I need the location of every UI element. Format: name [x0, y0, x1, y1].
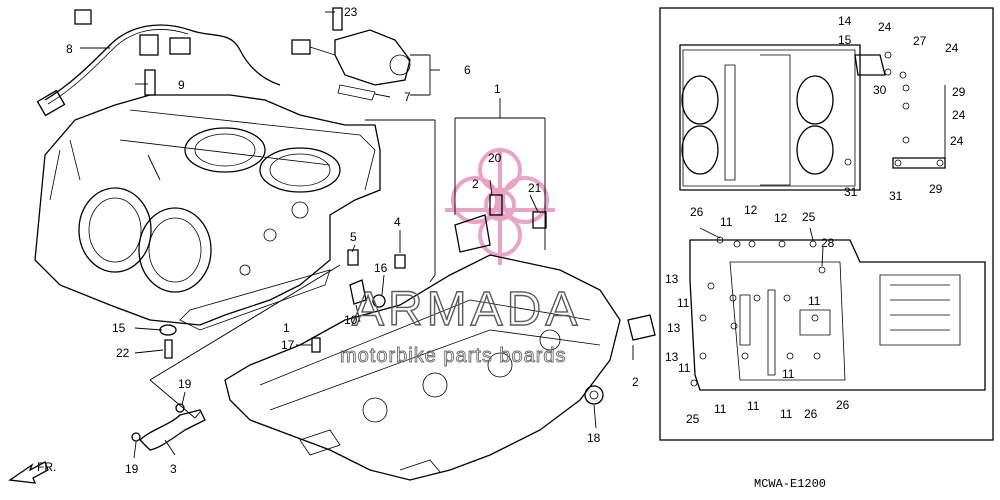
callout-3: 3 — [170, 462, 177, 476]
callout-20: 20 — [488, 151, 502, 165]
callout-16: 16 — [374, 261, 388, 275]
callout-14: 14 — [838, 14, 852, 28]
callout-13: 13 — [667, 321, 681, 335]
lower-crankcase — [224, 254, 621, 481]
callout-9: 9 — [178, 78, 185, 92]
callout-27: 27 — [913, 34, 927, 48]
callout-11: 11 — [747, 399, 760, 413]
callout-21: 21 — [528, 181, 542, 195]
callout-2: 2 — [472, 177, 479, 191]
watermark-tagline: motorbike parts boards — [340, 345, 567, 367]
callout-19: 19 — [125, 462, 139, 476]
callout-8: 8 — [66, 42, 73, 56]
callout-24: 24 — [945, 41, 959, 55]
callout-13: 13 — [665, 272, 679, 286]
callout-labels: 1 1 2 2 3 4 5 6 7 8 9 10 16 15 22 17 18 … — [37, 5, 966, 476]
upper-crankcase — [34, 94, 381, 331]
callout-30: 30 — [873, 83, 887, 97]
callout-2: 2 — [632, 375, 639, 389]
callout-11: 11 — [720, 215, 733, 229]
callout-12: 12 — [774, 211, 788, 225]
callout-29: 29 — [952, 85, 966, 99]
detail-inset — [659, 7, 994, 441]
watermark-logo — [445, 148, 555, 265]
callout-5: 5 — [350, 230, 357, 244]
callout-11: 11 — [714, 402, 727, 416]
callout-11: 11 — [678, 361, 691, 375]
callout-25: 25 — [686, 412, 700, 426]
callout-17: 17 — [281, 338, 295, 352]
callout-26: 26 — [836, 398, 850, 412]
front-arrow-icon — [8, 461, 49, 484]
callout-25: 25 — [802, 210, 816, 224]
callout-11: 11 — [808, 294, 821, 308]
callout-4: 4 — [394, 215, 401, 229]
callout-24: 24 — [878, 20, 892, 34]
callout-24: 24 — [950, 134, 964, 148]
callout-12: 12 — [744, 203, 758, 217]
callout-6: 6 — [464, 63, 471, 77]
callout-1: 1 — [283, 321, 290, 335]
callout-23: 23 — [344, 5, 358, 19]
callout-31: 31 — [844, 185, 858, 199]
callout-24: 24 — [952, 108, 966, 122]
callout-1: 1 — [494, 82, 501, 96]
watermark-brand: ARMADA — [352, 283, 581, 336]
sensor-assembly — [291, 7, 411, 101]
callout-13: 13 — [665, 350, 679, 364]
callout-7: 7 — [404, 90, 411, 104]
wire-harness — [36, 9, 281, 117]
callout-22: 22 — [116, 346, 130, 360]
callout-31: 31 — [889, 189, 903, 203]
callout-11: 11 — [780, 407, 793, 421]
diagram-code: MCWA-E1200 — [754, 477, 826, 491]
callout-18: 18 — [587, 431, 601, 445]
callout-11: 11 — [677, 296, 690, 310]
callout-15: 15 — [112, 321, 126, 335]
callout-29: 29 — [929, 182, 943, 196]
callout-15: 15 — [838, 33, 852, 47]
callout-26: 26 — [804, 407, 818, 421]
leader-lines — [80, 11, 634, 459]
callout-28: 28 — [821, 236, 835, 250]
front-label: FR. — [37, 460, 56, 474]
callout-10: 10 — [344, 313, 358, 327]
callout-26: 26 — [690, 205, 704, 219]
callout-11: 11 — [782, 367, 795, 381]
callout-19: 19 — [178, 377, 192, 391]
